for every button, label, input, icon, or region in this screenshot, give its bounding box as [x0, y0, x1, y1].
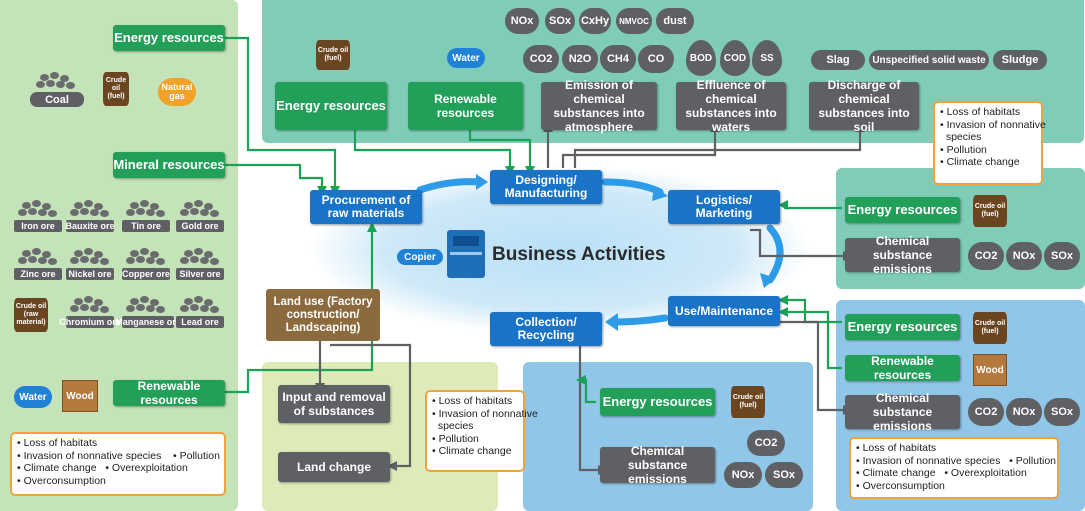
soil-item-0: Slag [811, 50, 865, 70]
stage-procurement[interactable]: Procurement of raw materials [310, 190, 422, 224]
coal-label: Coal [30, 92, 84, 107]
ore-3-icon: Gold ore [176, 198, 224, 232]
right-bottom-wood-icon: Wood [973, 354, 1007, 386]
air-cloud-2: CxHy [579, 8, 611, 34]
ore-1-icon: Bauxite ore [65, 198, 115, 232]
top-impacts: • Loss of habitats • Invasion of nonnati… [933, 101, 1046, 185]
effluence-waters[interactable]: Effluence of chemical substances into wa… [676, 78, 786, 134]
left-wood-icon: Wood [62, 380, 98, 412]
air-cloud-1: SOx [545, 8, 575, 34]
right-bottom-impacts: • Loss of habitats • Invasion of nonnati… [849, 437, 1059, 499]
copier-label: Copier [397, 249, 443, 265]
bottom-co2-cloud: CO2 [747, 430, 785, 456]
ore-0-label: Iron ore [14, 220, 62, 232]
bottom-chem-emissions[interactable]: Chemical substance emissions [600, 444, 715, 486]
air-cloud2-2: CH4 [600, 45, 636, 73]
bottom-nox-cloud: NOx [724, 462, 762, 488]
rt-gases-cloud-0: CO2 [968, 242, 1004, 270]
stage-designing[interactable]: Designing/ Manufacturing [490, 170, 602, 204]
soil-item-2: Sludge [993, 50, 1047, 70]
ore-7-icon: Silver ore [176, 246, 224, 280]
air-cloud2-0: CO2 [523, 45, 559, 73]
input-removal[interactable]: Input and removal of substances [278, 385, 390, 423]
top-crude-oil-icon: Crude oil (fuel) [316, 40, 350, 70]
stage-collection[interactable]: Collection/ Recycling [490, 312, 602, 346]
ore-6-icon: Copper ore [122, 246, 170, 280]
coal-icon: Coal [30, 72, 84, 108]
air-cloud-0: NOx [505, 8, 539, 34]
ore2-0-label: Chromium ore [59, 316, 121, 328]
bottom-energy-resources[interactable]: Energy resources [600, 388, 715, 416]
ore2-2-icon: Lead ore [176, 294, 224, 328]
ore-3-label: Gold ore [176, 220, 224, 232]
top-renewable-resources[interactable]: Renewable resources [408, 82, 523, 130]
ore-4-label: Zinc ore [14, 268, 62, 280]
ore-1-label: Bauxite ore [65, 220, 115, 232]
right-bottom-renewable-resources[interactable]: Renewable resources [845, 354, 960, 382]
bottom-sox-cloud: SOx [765, 462, 803, 488]
air-cloud2-3: CO [638, 45, 674, 73]
right-top-energy-resources[interactable]: Energy resources [845, 197, 960, 223]
rt-gases-cloud-1: NOx [1006, 242, 1042, 270]
air-cloud-4: dust [656, 8, 694, 34]
ore2-1-label: Manganese ore [115, 316, 181, 328]
stage-logistics[interactable]: Logistics/ Marketing [668, 190, 780, 224]
ore-5-label: Nickel ore [66, 268, 114, 280]
left-water-icon: Water [14, 386, 52, 408]
rb-gases-cloud-1: NOx [1006, 398, 1042, 426]
copier-icon [447, 230, 485, 278]
rb-gases-cloud-2: SOx [1044, 398, 1080, 426]
right-bottom-chem-emissions[interactable]: Chemical substance emissions [845, 391, 960, 433]
rt-gases-cloud-2: SOx [1044, 242, 1080, 270]
soil-item-1: Unspecified solid waste [869, 50, 989, 70]
ore-4-icon: Zinc ore [14, 246, 62, 280]
water-drop-0: BOD [686, 40, 716, 76]
top-energy-resources[interactable]: Energy resources [275, 82, 387, 130]
ore-5-icon: Nickel ore [66, 246, 114, 280]
right-bottom-crude-oil-icon: Crude oil (fuel) [973, 312, 1007, 344]
crude-oil-raw-icon: Crude oil (raw material) [14, 298, 48, 332]
top-water-icon: Water [447, 48, 485, 68]
stage-use[interactable]: Use/Maintenance [668, 296, 780, 326]
natural-gas-icon: Natural gas [158, 78, 196, 106]
right-top-crude-oil-icon: Crude oil (fuel) [973, 195, 1007, 227]
air-cloud2-1: N2O [562, 45, 598, 73]
ore-6-label: Copper ore [122, 268, 171, 280]
left-energy-resources[interactable]: Energy resources [113, 25, 225, 51]
discharge-soil[interactable]: Discharge of chemical substances into so… [809, 78, 919, 134]
rb-gases-cloud-0: CO2 [968, 398, 1004, 426]
emission-atmosphere[interactable]: Emission of chemical substances into atm… [541, 78, 657, 134]
left-renewable-resources[interactable]: Renewable resources [113, 379, 225, 407]
land-use[interactable]: Land use (Factory construction/ Landscap… [266, 289, 380, 341]
bottom-crude-oil-icon: Crude oil (fuel) [731, 386, 765, 418]
water-drop-1: COD [720, 40, 750, 76]
land-impacts: • Loss of habitats • Invasion of nonnati… [425, 390, 538, 472]
land-change[interactable]: Land change [278, 452, 390, 482]
ore2-2-label: Lead ore [176, 316, 224, 328]
crude-oil-barrel-icon: Crude oil (fuel) [103, 72, 129, 106]
ore-2-icon: Tin ore [122, 198, 170, 232]
water-drop-2: SS [752, 40, 782, 76]
ore-0-icon: Iron ore [14, 198, 62, 232]
ore2-0-icon: Chromium ore [59, 294, 121, 328]
ore-2-label: Tin ore [122, 220, 170, 232]
air-cloud-3: NMVOC [616, 8, 652, 34]
left-impacts: • Loss of habitats • Invasion of nonnati… [10, 432, 226, 496]
left-mineral-resources[interactable]: Mineral resources [113, 152, 225, 178]
right-top-chem-emissions[interactable]: Chemical substance emissions [845, 234, 960, 276]
ore-7-label: Silver ore [176, 268, 224, 280]
ore2-1-icon: Manganese ore [115, 294, 181, 328]
right-bottom-energy-resources[interactable]: Energy resources [845, 314, 960, 340]
center-title: Business Activities [492, 244, 666, 265]
